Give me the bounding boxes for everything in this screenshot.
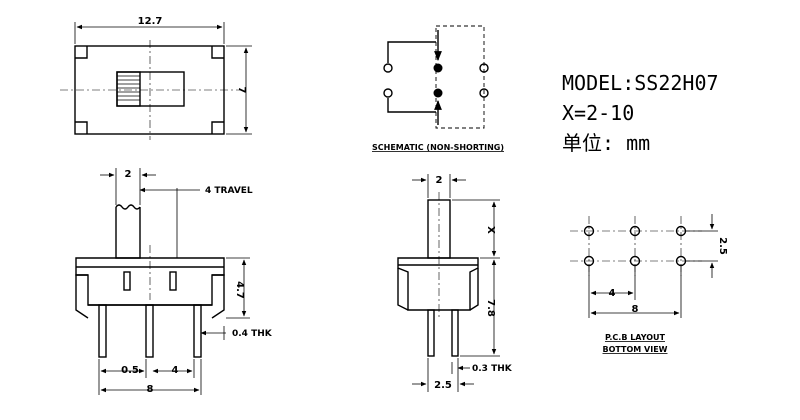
side-x-dim: X — [485, 226, 496, 234]
side-actuator-dim: 2 — [436, 175, 443, 186]
slider-opening — [116, 71, 185, 107]
front-actuator-dim: 2 — [125, 169, 132, 180]
front-body-height-dim: 4.7 — [234, 281, 245, 299]
side-right-leg — [469, 268, 479, 311]
side-view: 2 X 7.8 0.3 THK 2.5 — [397, 174, 513, 392]
slot-right — [169, 271, 177, 291]
pcb-hole — [675, 225, 687, 237]
top-view: 12.7 7 — [60, 16, 252, 140]
side-pin-left — [427, 309, 435, 357]
front-pin-spacing-a: 0.5 — [121, 365, 139, 376]
front-thickness-dim: 0.4 THK — [232, 329, 273, 339]
corner-tab-bl — [75, 121, 88, 134]
schematic: SCHEMATIC (NON-SHORTING) — [372, 25, 504, 152]
unit-text: 单位: mm — [562, 131, 650, 155]
contact-left-top — [383, 63, 393, 73]
pcb-col-pitch: 4 — [609, 288, 616, 299]
pin-left — [98, 304, 107, 358]
x-range-text: X=2-10 — [562, 101, 634, 125]
pin-middle — [145, 304, 154, 358]
side-thickness-dim: 0.3 THK — [472, 364, 513, 374]
top-width-dim: 12.7 — [138, 16, 163, 27]
pcb-hole — [629, 225, 641, 237]
pcb-hole — [583, 255, 595, 267]
common-contact-top — [433, 63, 443, 73]
contact-right-bottom — [479, 88, 489, 98]
front-pin-spacing-b: 4 — [172, 365, 179, 376]
pcb-caption-1: P.C.B LAYOUT — [605, 333, 666, 342]
pcb-overall: 8 — [632, 304, 639, 315]
top-height-dim: 7 — [236, 87, 247, 94]
left-leg — [75, 274, 89, 319]
corner-tab-tl — [75, 46, 88, 59]
schematic-slider-dashed — [435, 25, 485, 129]
slider-knob-ridges — [117, 75, 140, 101]
right-leg — [211, 274, 225, 319]
front-overall-width: 8 — [147, 384, 154, 395]
side-pin-right — [451, 309, 459, 357]
model-text: MODEL:SS22H07 — [562, 71, 719, 95]
link-top — [387, 41, 436, 63]
pcb-layout: 2.5 4 8 P.C.B LAYOUT BOTTOM VIEW — [570, 214, 728, 354]
schematic-caption: SCHEMATIC (NON-SHORTING) — [372, 143, 504, 152]
link-bottom — [387, 98, 436, 113]
actuator-break-mark — [115, 204, 141, 210]
contact-left-bottom — [383, 88, 393, 98]
side-pin-spacing: 2.5 — [434, 380, 452, 391]
title-block: MODEL:SS22H07 X=2-10 单位: mm — [562, 71, 719, 155]
pcb-caption-2: BOTTOM VIEW — [603, 345, 668, 354]
side-body-outline — [397, 257, 479, 311]
contact-right-top — [479, 63, 489, 73]
corner-tab-br — [211, 121, 224, 134]
pcb-hole — [675, 255, 687, 267]
pcb-row-pitch: 2.5 — [717, 237, 728, 255]
common-contact-bottom — [433, 88, 443, 98]
slider-knob — [116, 71, 141, 107]
actuator-stem — [115, 207, 141, 259]
front-view: 2 4 TRAVEL 4.7 0.4 THK 0.5 4 8 — [75, 168, 273, 395]
pcb-hole — [629, 255, 641, 267]
pin-right — [193, 304, 202, 358]
travel-dim: 4 TRAVEL — [205, 186, 253, 196]
pcb-hole — [583, 225, 595, 237]
slot-left — [123, 271, 131, 291]
side-body-height-dim: 7.8 — [485, 299, 496, 317]
side-left-leg — [397, 268, 409, 311]
corner-tab-tr — [211, 46, 224, 59]
